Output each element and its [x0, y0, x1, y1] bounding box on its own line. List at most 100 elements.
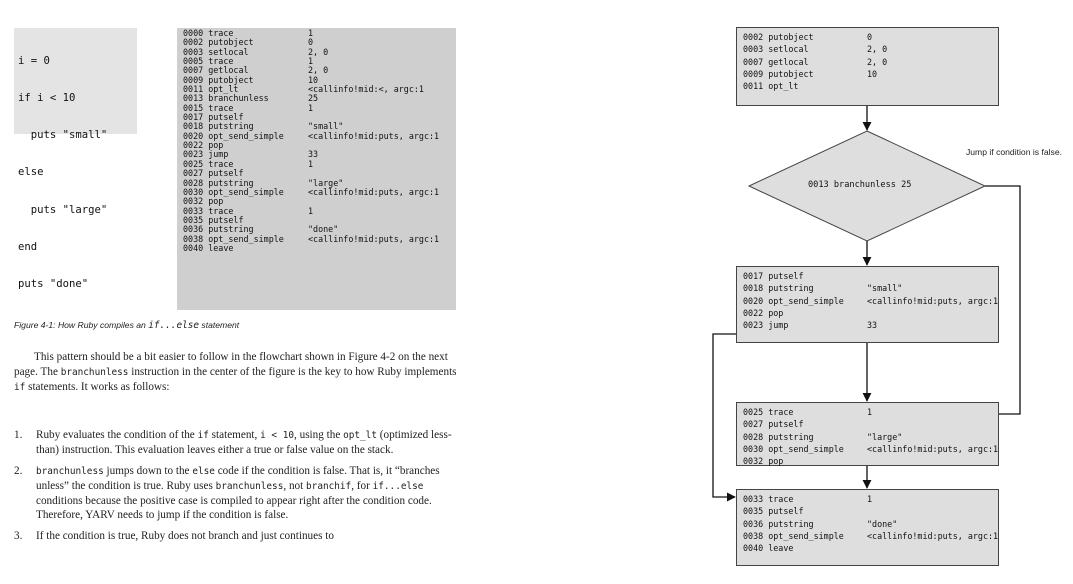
instruction-opcode: 0028 putstring	[743, 431, 814, 442]
instruction-opcode: 0035 putself	[743, 506, 804, 517]
caption-suffix: statement	[199, 320, 240, 330]
list-number: 3.	[14, 529, 23, 542]
instruction-row: 0030 opt_send_simple<callinfo!mid:puts, …	[743, 443, 998, 455]
instruction-opcode: 0027 putself	[183, 168, 244, 179]
instruction-operand: 2, 0	[867, 44, 888, 55]
ruby-source-line: puts "small"	[18, 129, 108, 142]
instruction-opcode: 0030 opt_send_simple	[743, 443, 844, 454]
instruction-row: 0035 putself	[743, 505, 992, 517]
list-item: 3. If the condition is true, Ruby does no…	[14, 529, 462, 543]
instruction-row: 0011 opt_lt<callinfo!mid:<, argc:1	[183, 84, 450, 95]
instruction-operand	[867, 505, 992, 517]
instruction-opcode: 0023 jump	[743, 320, 789, 331]
instruction-operand: 1	[308, 56, 314, 67]
instruction-operand: 33	[867, 320, 878, 331]
instruction-row: 0033 trace 1	[183, 205, 450, 216]
list-item: 1.Ruby evaluates the condition of the if…	[14, 428, 462, 458]
list-text: If the condition is true, Ruby does not …	[36, 529, 334, 542]
instruction-opcode: 0017 putself	[183, 112, 244, 123]
ruby-source-line: end	[18, 240, 38, 253]
instruction-opcode: 0038 opt_send_simple	[183, 233, 284, 244]
ruby-source-line: else	[18, 166, 44, 179]
paragraph-code: if	[14, 382, 26, 393]
instruction-opcode: 0020 opt_send_simple	[183, 130, 284, 141]
instruction-operand: 33	[308, 149, 319, 160]
paragraph-text: instruction in the center of the figure …	[128, 365, 457, 378]
instruction-opcode: 0025 trace	[183, 158, 234, 169]
list-item: 2.branchunless jumps down to the else co…	[14, 464, 462, 523]
instruction-row: 0020 opt_send_simple<callinfo!mid:puts, …	[183, 130, 450, 141]
caption-prefix: Figure 4-1: How Ruby compiles an	[14, 320, 149, 330]
instruction-operand: 1	[308, 102, 314, 113]
instruction-operand: "large"	[308, 177, 344, 188]
instruction-row: 0028 putstring"large"	[183, 177, 450, 188]
instruction-row: 0011 opt_lt	[743, 80, 992, 92]
instruction-opcode: 0005 trace	[183, 56, 234, 67]
list-code: i < 10	[260, 430, 294, 441]
instruction-row: 0032 pop	[743, 455, 992, 467]
list-code: else	[192, 465, 215, 477]
instruction-opcode: 0020 opt_send_simple	[743, 295, 844, 306]
instruction-opcode: 0003 setlocal	[743, 44, 809, 55]
instruction-opcode: 0011 opt_lt	[743, 81, 799, 92]
list-text: , for	[351, 479, 373, 492]
instruction-operand: <callinfo!mid:puts, argc:1	[867, 530, 999, 541]
instruction-row: 0017 putself	[183, 112, 450, 123]
instruction-row: 0038 opt_send_simple <callinfo!mid:puts, …	[743, 530, 998, 542]
instruction-opcode: 0022 pop	[183, 140, 224, 151]
instruction-operand: 1	[308, 205, 314, 216]
ruby-source-line: puts "large"	[18, 203, 108, 216]
instruction-opcode: 0025 trace	[743, 407, 794, 417]
instruction-opcode: 0038 opt_send_simple	[743, 530, 844, 541]
instruction-row: 0027 putself	[183, 168, 450, 179]
instruction-operand: "large"	[867, 431, 903, 442]
instruction-row: 0030 opt_send_simple<callinfo!mid:puts, …	[183, 186, 450, 197]
instruction-operand: "done"	[867, 518, 898, 529]
instruction-operand: <callinfo!mid:puts, argc:1	[308, 186, 440, 197]
instruction-operand	[867, 80, 992, 92]
instruction-row: 0027 putself	[743, 418, 992, 430]
list-text: , using the	[294, 429, 344, 441]
list-number: 2.	[14, 464, 23, 477]
instruction-row: 0036 putstring "done"	[743, 518, 992, 530]
list-code: branchunless	[36, 465, 104, 477]
instruction-operand: <callinfo!mid:puts, argc:1	[308, 233, 440, 244]
instruction-operand: 2, 0	[308, 65, 329, 76]
list-text: (optimized less-than) instruction. This …	[36, 429, 452, 457]
instruction-row: 0035 putself	[183, 215, 450, 225]
instruction-operand: "done"	[308, 224, 339, 235]
instruction-opcode: 0011 opt_lt	[183, 84, 239, 95]
instruction-row: 0040 leave	[743, 542, 992, 554]
instruction-operand: 25	[308, 93, 319, 104]
instruction-row: 0017 putself	[743, 270, 992, 282]
caption-code: if...else	[148, 320, 200, 331]
instruction-opcode: 0040 leave	[183, 242, 234, 253]
instruction-row: 0015 trace 1	[183, 102, 450, 113]
instruction-row: 0003 setlocal 2, 0	[743, 43, 992, 55]
instruction-row: 0005 trace 1	[183, 56, 450, 67]
instruction-operand: 2, 0	[867, 56, 888, 67]
list-text: , not	[283, 479, 307, 492]
instruction-operand: <callinfo!mid:puts, argc:1	[867, 295, 999, 306]
ruby-source-line: puts "done"	[18, 278, 89, 291]
ruby-source-box: i = 0 if i < 10 puts "small" else puts "…	[14, 28, 137, 290]
instruction-opcode: 0015 trace	[183, 102, 234, 113]
figure-caption: Figure 4-1: How Ruby compiles an if...el…	[14, 320, 239, 331]
instruction-row: 0032 pop	[183, 196, 450, 206]
instruction-operand	[308, 141, 450, 150]
instruction-operand	[308, 197, 450, 206]
instruction-opcode: 0033 trace	[183, 205, 234, 216]
instruction-opcode: 0036 putstring	[743, 518, 814, 529]
